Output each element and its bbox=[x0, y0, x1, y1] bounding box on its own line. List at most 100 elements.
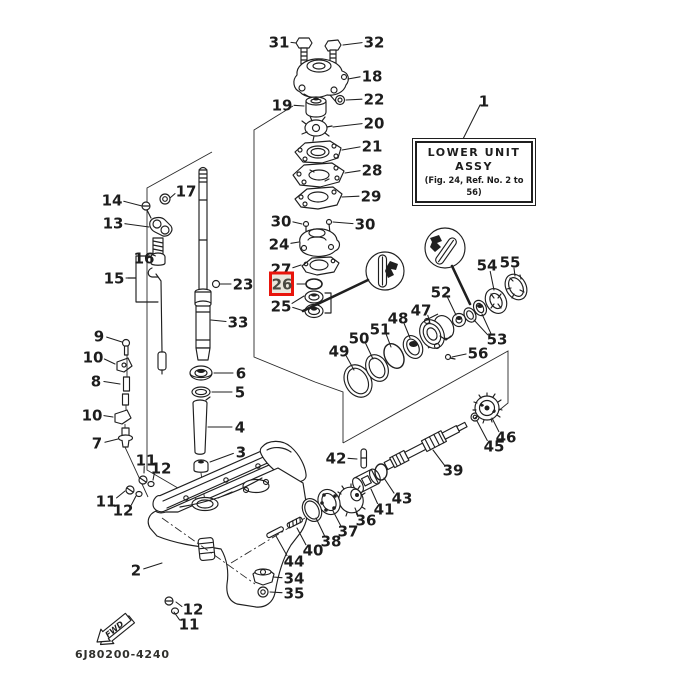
callout-number-13[interactable]: 13 bbox=[103, 215, 124, 233]
part-54-washer bbox=[484, 288, 508, 314]
lower-unit-assy-label-box[interactable]: LOWER UNIT ASSY (Fig. 24, Ref. No. 2 to … bbox=[412, 138, 536, 206]
part-42-pin bbox=[360, 448, 368, 469]
callout-leader-55 bbox=[513, 267, 516, 277]
callout-number-38[interactable]: 38 bbox=[321, 533, 342, 551]
callout-number-7[interactable]: 7 bbox=[92, 435, 102, 453]
callout-number-50[interactable]: 50 bbox=[349, 330, 370, 348]
callout-number-49[interactable]: 49 bbox=[329, 343, 350, 361]
callout-number-20[interactable]: 20 bbox=[364, 115, 385, 133]
part-19-cup bbox=[305, 96, 327, 118]
callout-number-30[interactable]: 30 bbox=[355, 216, 376, 234]
callout-number-10[interactable]: 10 bbox=[82, 407, 103, 425]
callout-number-10[interactable]: 10 bbox=[83, 349, 104, 367]
callout-number-4[interactable]: 4 bbox=[235, 419, 245, 437]
callout-number-31[interactable]: 31 bbox=[269, 34, 290, 52]
part-18-water-pump-housing bbox=[293, 58, 349, 105]
callout-number-12[interactable]: 12 bbox=[183, 601, 204, 619]
part-11-12-case-screws bbox=[125, 475, 155, 498]
callout-leader-38 bbox=[315, 517, 325, 537]
callout-number-9[interactable]: 9 bbox=[94, 328, 104, 346]
callout-number-11[interactable]: 11 bbox=[96, 493, 117, 511]
callout-number-36[interactable]: 36 bbox=[356, 512, 377, 530]
callout-leader-30 bbox=[292, 221, 303, 225]
part-44-pin bbox=[266, 526, 284, 539]
part-15-shift-rod bbox=[127, 255, 167, 375]
part-23-pin bbox=[211, 279, 221, 289]
callout-number-52[interactable]: 52 bbox=[431, 284, 452, 302]
part-33-drive-shaft bbox=[194, 166, 212, 361]
callout-number-29[interactable]: 29 bbox=[361, 188, 382, 206]
callout-leader-24 bbox=[290, 241, 300, 244]
callout-number-24[interactable]: 24 bbox=[269, 236, 290, 254]
part-39-propeller-shaft bbox=[383, 421, 468, 471]
callout-number-2[interactable]: 2 bbox=[131, 562, 141, 580]
callout-number-16[interactable]: 16 bbox=[134, 250, 155, 268]
callout-number-39[interactable]: 39 bbox=[443, 462, 464, 480]
part-26-o-ring[interactable] bbox=[305, 278, 323, 290]
callout-leader-47 bbox=[427, 314, 431, 324]
selected-ref-highlight-box[interactable] bbox=[269, 271, 294, 296]
callout-number-21[interactable]: 21 bbox=[362, 138, 383, 156]
callout-leader-29 bbox=[341, 195, 360, 198]
callout-number-51[interactable]: 51 bbox=[370, 321, 391, 339]
part-6-bearing bbox=[189, 365, 213, 381]
callout-number-43[interactable]: 43 bbox=[392, 490, 413, 508]
callout-number-6[interactable]: 6 bbox=[236, 365, 246, 383]
callout-number-11[interactable]: 11 bbox=[179, 616, 200, 634]
callout-number-47[interactable]: 47 bbox=[411, 302, 432, 320]
callout-leader-53 bbox=[481, 313, 492, 334]
callout-number-23[interactable]: 23 bbox=[233, 276, 254, 294]
callout-number-33[interactable]: 33 bbox=[228, 314, 249, 332]
part-34-anode-plug bbox=[252, 568, 275, 586]
callout-number-42[interactable]: 42 bbox=[326, 450, 347, 468]
callout-number-8[interactable]: 8 bbox=[91, 373, 101, 391]
callout-leader-53 bbox=[473, 319, 489, 336]
callout-number-45[interactable]: 45 bbox=[484, 438, 505, 456]
callout-number-34[interactable]: 34 bbox=[284, 570, 305, 588]
callout-number-56[interactable]: 56 bbox=[468, 345, 489, 363]
callout-number-37[interactable]: 37 bbox=[338, 523, 359, 541]
part-56-pin bbox=[444, 353, 456, 361]
callout-number-54[interactable]: 54 bbox=[477, 257, 498, 275]
callout-number-41[interactable]: 41 bbox=[374, 501, 395, 519]
callout-number-12[interactable]: 12 bbox=[113, 502, 134, 520]
callout-leader-19 bbox=[293, 104, 305, 107]
callout-number-28[interactable]: 28 bbox=[362, 162, 383, 180]
callout-number-46[interactable]: 46 bbox=[496, 429, 517, 447]
callout-leader-30 bbox=[332, 221, 354, 225]
callout-number-22[interactable]: 22 bbox=[364, 91, 385, 109]
callout-leader-12 bbox=[152, 472, 155, 481]
callout-leader-54 bbox=[489, 270, 495, 291]
callout-leader-52 bbox=[447, 296, 457, 316]
callout-number-40[interactable]: 40 bbox=[303, 542, 324, 560]
callout-number-3[interactable]: 3 bbox=[236, 444, 246, 462]
callout-number-5[interactable]: 5 bbox=[235, 384, 245, 402]
callout-number-19[interactable]: 19 bbox=[272, 97, 293, 115]
callout-number-35[interactable]: 35 bbox=[284, 585, 305, 603]
callout-number-26[interactable]: 26 bbox=[272, 276, 293, 294]
callout-number-17[interactable]: 17 bbox=[176, 183, 197, 201]
part-3-bushing bbox=[193, 459, 209, 503]
callout-number-48[interactable]: 48 bbox=[388, 310, 409, 328]
callout-number-12[interactable]: 12 bbox=[151, 460, 172, 478]
callout-number-53[interactable]: 53 bbox=[487, 331, 508, 349]
part-7-fitting bbox=[117, 427, 134, 448]
callout-number-14[interactable]: 14 bbox=[102, 192, 123, 210]
part-9-screw bbox=[121, 338, 131, 356]
callout-leader-8 bbox=[103, 380, 121, 385]
callout-number-44[interactable]: 44 bbox=[284, 553, 305, 571]
callout-number-32[interactable]: 32 bbox=[364, 34, 385, 52]
part-10-joint-upper bbox=[116, 357, 133, 373]
callout-number-1[interactable]: 1 bbox=[479, 93, 489, 111]
detail-circle-drive-key bbox=[301, 251, 405, 313]
callout-number-30[interactable]: 30 bbox=[271, 213, 292, 231]
callout-leader-2 bbox=[143, 562, 163, 570]
label-box-line3: (Fig. 24, Ref. No. 2 to 56) bbox=[424, 175, 524, 197]
callout-number-11[interactable]: 11 bbox=[136, 452, 157, 470]
callout-number-55[interactable]: 55 bbox=[500, 254, 521, 272]
callout-number-18[interactable]: 18 bbox=[362, 68, 383, 86]
callout-number-15[interactable]: 15 bbox=[104, 270, 125, 288]
callout-number-25[interactable]: 25 bbox=[271, 298, 292, 316]
callout-leader-25 bbox=[291, 295, 305, 304]
part-28-plate bbox=[292, 162, 345, 188]
